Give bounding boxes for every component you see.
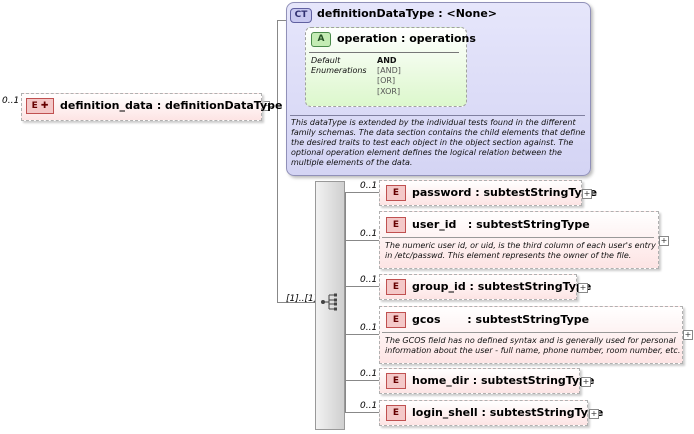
- element-password[interactable]: [379, 180, 582, 206]
- root-occurrence: 0..1: [2, 96, 20, 106]
- children-trunk: [345, 192, 346, 412]
- element-icon: E: [386, 217, 406, 233]
- ct-desc-line-1: This dataType is extended by the individ…: [291, 118, 576, 127]
- child-connector: [345, 286, 379, 287]
- element-icon: E: [386, 373, 406, 389]
- complex-type-icon: CT: [290, 8, 312, 23]
- gcos-desc-line-2: information about the user - full name, …: [385, 346, 681, 355]
- root-element[interactable]: [21, 93, 262, 121]
- child-connector: [345, 334, 379, 335]
- element-password-name: password : subtestStringType: [412, 186, 598, 199]
- ct-desc-line-3: the desired traits to test each object i…: [291, 138, 574, 147]
- trunk-line: [277, 20, 278, 302]
- element-icon: E: [386, 279, 406, 295]
- enum-value-3: [XOR]: [377, 87, 401, 96]
- ct-desc-line-2: family schemas. The data section contain…: [291, 128, 586, 137]
- user-id-desc-line-2: in /etc/passwd. This element represents …: [385, 251, 632, 260]
- element-icon: E: [386, 405, 406, 421]
- element-divider: [382, 237, 654, 238]
- element-user-id-name: user_id : subtestStringType: [412, 218, 590, 231]
- element-user-id[interactable]: [379, 211, 659, 269]
- expand-plus-icon[interactable]: +: [582, 189, 592, 199]
- child-connector: [345, 240, 379, 241]
- ct-desc-line-5: multiple elements of the data.: [291, 158, 413, 167]
- ct-desc-line-4: optional operation element defines the l…: [291, 148, 562, 157]
- gcos-desc-line-1: The GCOS field has no defined syntax and…: [385, 336, 676, 345]
- child-occurrence: 0..1: [360, 181, 378, 191]
- expand-plus-icon[interactable]: +: [589, 409, 599, 419]
- child-connector: [345, 192, 379, 193]
- element-group-id[interactable]: [379, 274, 577, 300]
- expand-plus-icon[interactable]: +: [683, 330, 693, 340]
- element-login-shell-name: login_shell : subtestStringType: [412, 406, 604, 419]
- default-label: Default: [311, 56, 341, 65]
- ct-connector: [277, 20, 287, 21]
- child-occurrence: 0..1: [360, 401, 378, 411]
- expand-plus-icon[interactable]: +: [581, 377, 591, 387]
- complex-type-title: definitionDataType : <None>: [317, 7, 497, 20]
- element-home-dir[interactable]: [379, 368, 580, 394]
- element-gcos[interactable]: [379, 306, 683, 364]
- child-connector: [345, 412, 379, 413]
- user-id-desc-line-1: The numeric user id, or uid, is the thir…: [385, 241, 656, 250]
- child-occurrence: 0..1: [360, 229, 378, 239]
- element-group-id-name: group_id : subtestStringType: [412, 280, 592, 293]
- attribute-icon: A: [311, 32, 331, 47]
- attribute-name: operation : operations: [337, 32, 476, 45]
- complex-type-divider: [290, 115, 585, 116]
- enum-value-2: [OR]: [377, 76, 396, 85]
- sequence-icon: [320, 293, 340, 311]
- child-occurrence: 0..1: [360, 323, 378, 333]
- element-icon: E: [386, 185, 406, 201]
- enumerations-label: Enumerations: [311, 66, 367, 75]
- sequence-occurrence: [1]..[1]: [286, 294, 318, 304]
- child-occurrence: 0..1: [360, 369, 378, 379]
- element-login-shell[interactable]: [379, 400, 588, 426]
- seq-connector: [277, 302, 315, 303]
- element-icon: E: [386, 312, 406, 328]
- attribute-box[interactable]: [305, 27, 467, 107]
- attribute-divider: [309, 52, 459, 53]
- root-element-name: definition_data : definitionDataType: [60, 99, 283, 112]
- element-divider: [382, 332, 678, 333]
- expand-plus-icon[interactable]: +: [659, 236, 669, 246]
- sequence-bar[interactable]: [315, 181, 345, 430]
- default-value: AND: [377, 56, 397, 65]
- element-gcos-name: gcos : subtestStringType: [412, 313, 590, 326]
- element-home-dir-name: home_dir : subtestStringType: [412, 374, 595, 387]
- child-connector: [345, 380, 379, 381]
- expand-plus-icon[interactable]: +: [578, 283, 588, 293]
- enum-value-1: [AND]: [377, 66, 401, 75]
- child-occurrence: 0..1: [360, 275, 378, 285]
- element-icon: E ✚: [26, 98, 54, 114]
